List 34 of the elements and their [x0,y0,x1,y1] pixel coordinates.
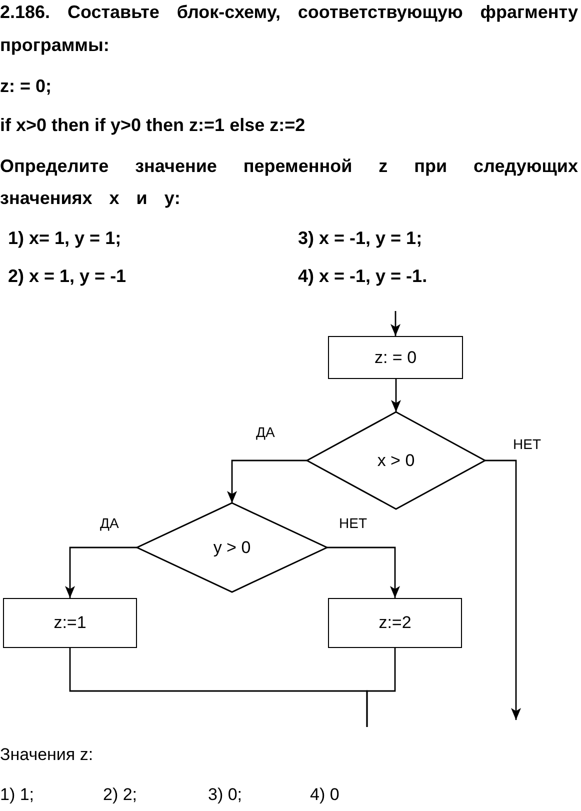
answer-value: 1) 1; [0,784,34,806]
answer-value: 4) 0 [310,784,340,806]
assignment-text: z:=1 [54,613,86,633]
answer-value: 2) 2; [103,784,138,806]
edge-label: НЕТ [338,515,368,531]
answer-option: 3) x = -1, y = 1; [298,226,422,250]
assignment-text: z:=2 [378,613,412,633]
arrow [390,311,400,336]
arrow [227,460,307,503]
answer-option: 1) x= 1, y = 1; [8,226,122,250]
arrow [327,546,400,598]
process-box [328,598,462,648]
arrow [485,460,521,720]
decision-diamond [137,503,327,592]
edge-label: ДА [255,424,276,440]
answers-heading: Значения z: [0,744,94,766]
answer-option: 2) x = 1, y = -1 [8,264,126,288]
edge-label: НЕТ [512,436,542,452]
condition-text: x > 0 [377,450,415,470]
arrow [65,546,137,598]
code-line: z: = 0; [0,75,52,98]
connector-line [366,648,396,727]
edge-label: ДА [99,515,120,531]
task-heading: 2.186. Составьте блок-схему, соответствующую фрагменту программы: [0,1,578,57]
decision-diamond [307,412,485,509]
task-question: Определите значение переменной z при следующих значениях x и y: [0,155,578,210]
condition-text: y > 0 [213,538,251,558]
arrow [391,379,401,412]
process-box [328,336,463,379]
answer-option: 4) x = -1, y = -1. [298,264,428,288]
process-box [3,598,137,648]
code-line: if x>0 then if y>0 then z:=1 else z:=2 [0,114,306,137]
assignment-text: z: = 0 [374,348,417,368]
answer-value: 3) 0; [208,784,242,806]
